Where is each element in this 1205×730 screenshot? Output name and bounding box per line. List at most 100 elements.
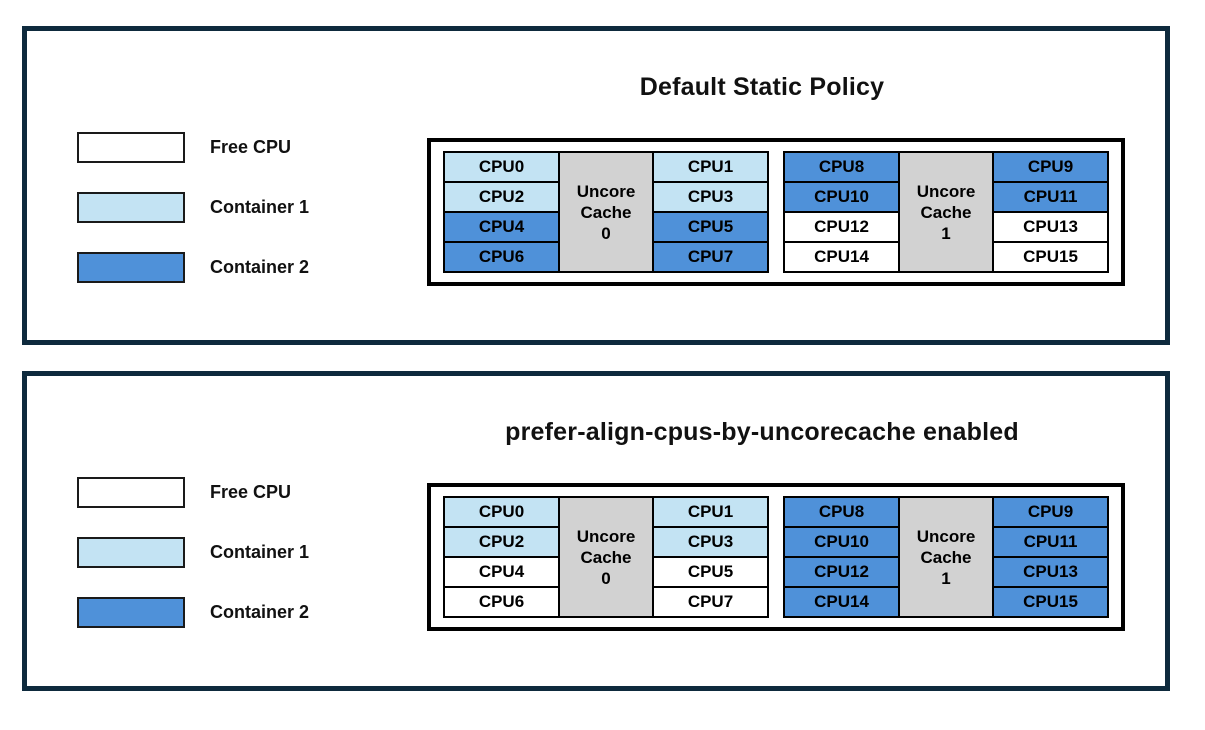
cpu-cell: CPU1 [652,151,769,183]
cpu-topology-diagram: CPU0 CPU2 CPU4 CPU6 Uncore Cache 0 CPU1 … [427,138,1125,286]
legend-label: Container 2 [210,257,310,277]
cpu-column-right: CPU1 CPU3 CPU5 CPU7 [652,151,769,273]
cache-label: Cache [580,202,632,222]
legend-label: Free CPU [210,137,292,157]
legend-label: Free CPU [210,482,292,502]
legend-item-container-1: Container 1 [77,537,377,568]
cpu-column-right: CPU9 CPU11 CPU13 CPU15 [992,496,1109,618]
cpu-label: CPU15 [1023,592,1078,611]
cache-label: Cache [920,547,972,567]
panel-default-static-policy: Default Static Policy Free CPU Container… [22,26,1170,345]
cpu-label: CPU10 [814,187,869,206]
cpu-cell: CPU15 [992,241,1109,273]
cpu-cell: CPU8 [783,151,900,183]
legend-item-free-cpu: Free CPU [77,132,377,163]
cpu-cell: CPU11 [992,526,1109,558]
legend-label: Container 1 [210,542,310,562]
cpu-cell: CPU10 [783,181,900,213]
cpu-cell: CPU0 [443,496,560,528]
cpu-label: CPU2 [478,532,525,551]
uncore-cluster-1: CPU8 CPU10 CPU12 CPU14 Uncore Cache 1 CP… [783,496,1109,618]
cpu-label: CPU8 [818,502,865,521]
cpu-column-left: CPU8 CPU10 CPU12 CPU14 [783,151,900,273]
uncore-cluster-0: CPU0 CPU2 CPU4 CPU6 Uncore Cache 0 CPU1 … [443,496,769,618]
cpu-cell: CPU0 [443,151,560,183]
cpu-label: CPU14 [814,592,869,611]
legend-label: Container 1 [210,197,310,217]
cpu-label: CPU2 [478,187,525,206]
legend-label: Container 2 [210,602,310,622]
cpu-cell: CPU1 [652,496,769,528]
cpu-label: CPU9 [1027,502,1074,521]
legend: Free CPU Container 1 Container 2 [77,477,377,657]
legend-swatch-container-2 [77,252,185,283]
cpu-cell: CPU4 [443,556,560,588]
cpu-label: CPU3 [687,532,734,551]
cpu-cell: CPU5 [652,556,769,588]
uncore-cache-box-1: Uncore Cache 1 [898,151,994,273]
cpu-label: CPU12 [814,217,869,236]
cache-label: Uncore [576,181,636,201]
cpu-label: CPU8 [818,157,865,176]
cpu-cell: CPU12 [783,556,900,588]
cpu-column-right: CPU1 CPU3 CPU5 CPU7 [652,496,769,618]
panel-prefer-align-uncorecache: prefer-align-cpus-by-uncorecache enabled… [22,371,1170,691]
legend-swatch-container-2 [77,597,185,628]
legend-item-container-1: Container 1 [77,192,377,223]
cpu-label: CPU7 [687,247,734,266]
cpu-cell: CPU3 [652,181,769,213]
cpu-cell: CPU6 [443,586,560,618]
cpu-cell: CPU8 [783,496,900,528]
cache-label: Uncore [916,181,976,201]
cpu-cell: CPU2 [443,526,560,558]
cpu-cell: CPU14 [783,586,900,618]
cache-label: 0 [601,568,611,588]
cpu-label: CPU15 [1023,247,1078,266]
cpu-label: CPU10 [814,532,869,551]
cpu-cell: CPU9 [992,151,1109,183]
cpu-label: CPU9 [1027,157,1074,176]
legend-swatch-free-cpu [77,132,185,163]
cpu-label: CPU7 [687,592,734,611]
cpu-label: CPU6 [478,592,525,611]
cache-label: 0 [601,223,611,243]
legend-swatch-free-cpu [77,477,185,508]
legend-swatch-container-1 [77,192,185,223]
uncore-cache-box-0: Uncore Cache 0 [558,496,654,618]
uncore-cluster-0: CPU0 CPU2 CPU4 CPU6 Uncore Cache 0 CPU1 … [443,151,769,273]
cache-label: 1 [941,568,951,588]
cpu-cell: CPU11 [992,181,1109,213]
cpu-label: CPU4 [478,562,525,581]
cpu-cell: CPU5 [652,211,769,243]
cpu-column-left: CPU8 CPU10 CPU12 CPU14 [783,496,900,618]
cpu-cell: CPU14 [783,241,900,273]
legend-swatch-container-1 [77,537,185,568]
uncore-cluster-1: CPU8 CPU10 CPU12 CPU14 Uncore Cache 1 CP… [783,151,1109,273]
uncore-cache-box-0: Uncore Cache 0 [558,151,654,273]
cpu-column-right: CPU9 CPU11 CPU13 CPU15 [992,151,1109,273]
cpu-column-left: CPU0 CPU2 CPU4 CPU6 [443,496,560,618]
legend-item-free-cpu: Free CPU [77,477,377,508]
cache-label: Cache [920,202,972,222]
cache-label: Cache [580,547,632,567]
panel-title: prefer-align-cpus-by-uncorecache enabled [505,418,1019,446]
cpu-cell: CPU2 [443,181,560,213]
cpu-label: CPU4 [478,217,525,236]
cpu-cell: CPU4 [443,211,560,243]
cpu-label: CPU13 [1023,562,1078,581]
uncore-cache-box-1: Uncore Cache 1 [898,496,994,618]
cpu-cell: CPU12 [783,211,900,243]
cpu-label: CPU0 [478,502,525,521]
cpu-cell: CPU13 [992,211,1109,243]
panel-title: Default Static Policy [639,73,885,101]
cpu-label: CPU11 [1023,532,1078,551]
cpu-cell: CPU15 [992,586,1109,618]
legend: Free CPU Container 1 Container 2 [77,132,377,312]
cpu-label: CPU12 [814,562,869,581]
cpu-label: CPU6 [478,247,525,266]
cache-label: Uncore [916,526,976,546]
cpu-label: CPU14 [814,247,869,266]
cpu-label: CPU1 [687,157,734,176]
cpu-label: CPU13 [1023,217,1078,236]
